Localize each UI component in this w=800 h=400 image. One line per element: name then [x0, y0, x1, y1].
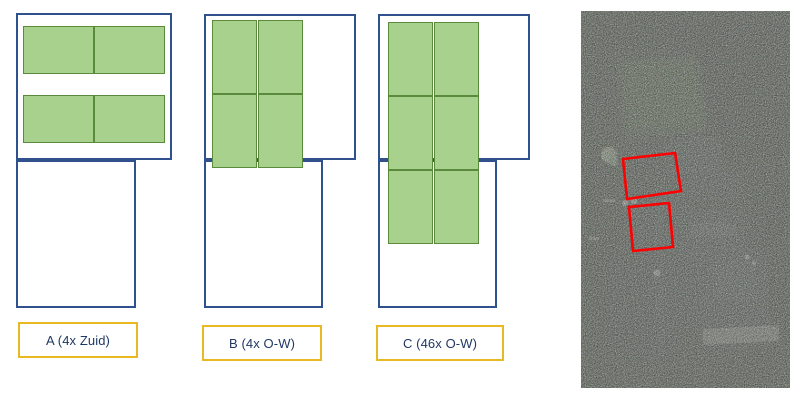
variant-b-panel-2 — [258, 20, 303, 94]
variant-b-label: B (4x O-W) — [202, 325, 322, 361]
variant-a-panel-2 — [94, 26, 165, 74]
variant-c-panel-6 — [434, 170, 479, 244]
variant-a-panel-1 — [23, 26, 94, 74]
variant-a-lower-plot — [16, 160, 136, 308]
variant-a-panel-3 — [23, 95, 94, 143]
variant-a-panel-4 — [94, 95, 165, 143]
variant-c-panel-2 — [434, 22, 479, 96]
variant-b-label-text: B (4x O-W) — [229, 335, 295, 351]
variant-c-label: C (46x O-W) — [376, 325, 504, 361]
upper-plot-outline — [621, 151, 683, 201]
variant-c-panel-5 — [388, 170, 433, 244]
variant-b-panel-1 — [212, 20, 257, 94]
variant-c-label-text: C (46x O-W) — [402, 335, 478, 351]
variant-c-panel-1 — [388, 22, 433, 96]
variant-c-panel-4 — [434, 96, 479, 170]
lower-plot-outline — [627, 201, 675, 253]
variant-b-panel-3 — [212, 94, 257, 168]
variant-a-label: A (4x Zuid) — [18, 322, 138, 358]
aerial-site-photo — [581, 11, 790, 388]
photo-highlight-outlines — [621, 151, 683, 253]
aerial-photo-graphic — [581, 11, 790, 388]
variant-b-panel-4 — [258, 94, 303, 168]
variant-a-label-text: A (4x Zuid) — [46, 332, 110, 348]
variant-c-panel-3 — [388, 96, 433, 170]
variant-b-lower-plot — [204, 160, 323, 308]
